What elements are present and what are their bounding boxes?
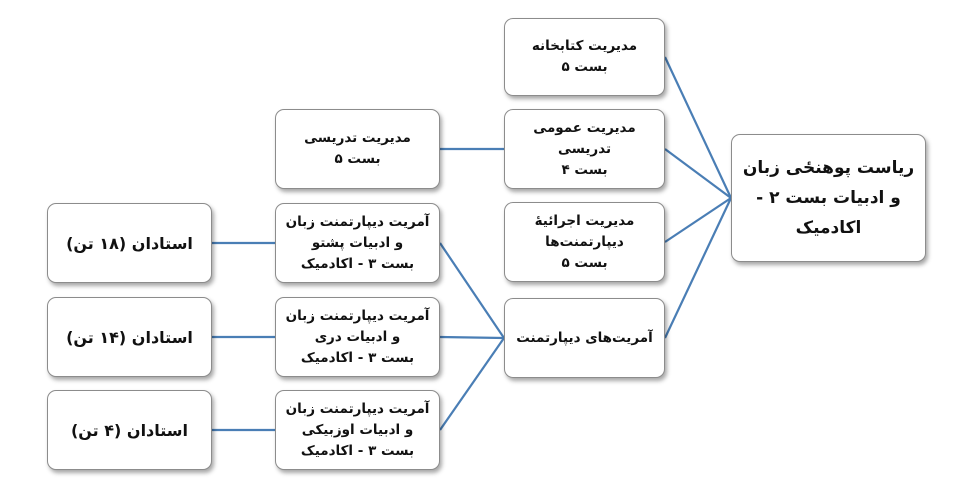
node-teaching-management[interactable]: مدیریت تدریسی بست ۵ xyxy=(275,109,440,189)
node-dari-department[interactable]: آمریت دیپارتمنت زبان و ادبیات دری بست ۳ … xyxy=(275,297,440,377)
connector-executive-to-president xyxy=(664,197,732,243)
node-faculty-presidency[interactable]: ریاست پوهنځی زبان و ادبیات بست ۲ - اکادم… xyxy=(731,134,926,262)
node-line: آمریت دیپارتمنت زبان xyxy=(285,307,430,324)
node-line: اکادمیک xyxy=(795,218,862,238)
node-line: بست ۳ - اکادمیک xyxy=(300,442,415,459)
node-general-teaching-management[interactable]: مدیریت عمومی تدریسی بست ۴ xyxy=(504,109,665,189)
node-line: بست ۳ - اکادمیک xyxy=(300,255,415,272)
node-line: بست ۵ xyxy=(334,151,381,167)
node-line: استادان (۱۴ تن) xyxy=(66,327,193,347)
node-line: مدیریت کتابخانه xyxy=(531,38,638,54)
node-department-chairs[interactable]: آمریت‌های دیپارتمنت xyxy=(504,298,665,378)
node-line: ریاست پوهنځی زبان xyxy=(742,158,915,178)
node-line: استادان (۴ تن) xyxy=(70,420,189,440)
node-line: آمریت دیپارتمنت زبان xyxy=(285,213,430,230)
node-uzbek-professors[interactable]: استادان (۴ تن) xyxy=(47,390,212,470)
connector-depts-to-president xyxy=(664,197,732,339)
connector-general-to-president xyxy=(664,148,732,199)
node-line: مدیریت تدریسی xyxy=(304,130,411,146)
node-line: و ادبیات اوزبیکی xyxy=(301,421,414,438)
node-line: بست ۳ - اکادمیک xyxy=(300,349,415,366)
node-library-management[interactable]: مدیریت کتابخانه بست ۵ xyxy=(504,18,665,96)
node-line: آمریت دیپارتمنت زبان xyxy=(285,400,430,417)
node-pashto-department[interactable]: آمریت دیپارتمنت زبان و ادبیات پشتو بست ۳… xyxy=(275,203,440,283)
node-line: آمریت‌های دیپارتمنت xyxy=(516,329,653,346)
node-line: بست ۵ xyxy=(561,59,608,75)
node-line: و ادبیات پشتو xyxy=(311,234,404,251)
connector-uzbek-to-depts xyxy=(439,337,505,431)
node-line: مدیریت اجرائیهٔ xyxy=(534,212,635,229)
node-line: مدیریت عمومی xyxy=(533,119,636,136)
node-line: و ادبیات دری xyxy=(314,328,401,345)
node-line: بست ۴ xyxy=(561,161,608,178)
connector-dari-to-depts xyxy=(439,335,505,340)
node-departments-executive-management[interactable]: مدیریت اجرائیهٔ دیپارتمنت‌ها بست ۵ xyxy=(504,202,665,282)
node-uzbek-department[interactable]: آمریت دیپارتمنت زبان و ادبیات اوزبیکی بس… xyxy=(275,390,440,470)
connector-library-to-president xyxy=(664,56,732,199)
node-line: تدریسی xyxy=(557,140,612,157)
node-pashto-professors[interactable]: استادان (۱۸ تن) xyxy=(47,203,212,283)
node-dari-professors[interactable]: استادان (۱۴ تن) xyxy=(47,297,212,377)
node-line: استادان (۱۸ تن) xyxy=(66,233,193,253)
node-line: دیپارتمنت‌ها xyxy=(545,233,624,250)
node-line: و ادبیات بست ۲ - xyxy=(756,188,901,208)
node-line: بست ۵ xyxy=(561,254,608,271)
connector-pashto-to-depts xyxy=(439,242,505,339)
